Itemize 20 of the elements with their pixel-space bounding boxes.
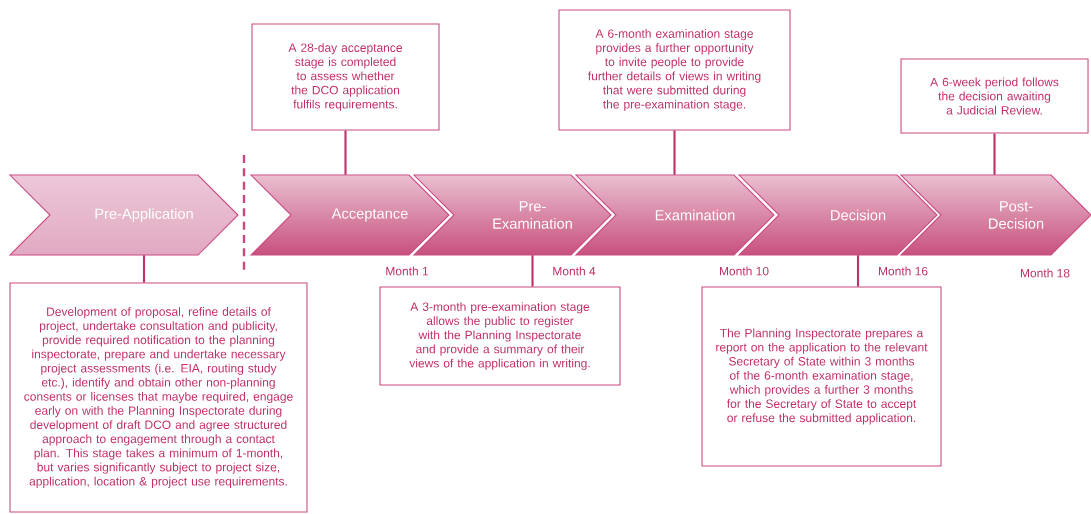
- description-box: A 6-month examination stage provides a further opportunity to invite people to provide further details of views in writing that were submitted during the pre-examination stage.: [558, 9, 791, 131]
- month-label: Month 4: [553, 266, 596, 276]
- connector-line: [531, 255, 534, 287]
- description-box: A 28-day acceptance stage is completed to assess whether the DCO application fulfils requirements.: [251, 23, 440, 131]
- stage-band: Acceptance: [249, 174, 450, 256]
- description-box: A 3-month pre-examination stage allows the public to register with the Planning Inspectorate and provide a summary of their views of the application in writing.: [379, 286, 621, 386]
- month-label: Month 10: [720, 266, 769, 276]
- connector-line: [673, 130, 676, 175]
- stage-band: Post-Decision: [899, 174, 1091, 256]
- stage-band: Pre-Application: [8, 174, 239, 256]
- month-label: Month 1: [386, 266, 429, 276]
- month-label: Month 18: [1021, 268, 1070, 278]
- connector-line: [993, 133, 996, 175]
- description-box: A 6-week period follows the decision awaiting a Judicial Review.: [900, 58, 1089, 134]
- description-box: Development of proposal, refine details of project, undertake consultation and publicity, provide required notification to the planning inspectorate, prepare and undertake necessary project assessments (i.e. EIA, routing study etc.), identify and obtain other non-planning consents or licenses that maybe required, engage early on with the Planning Inspectorate during development of draft DCO and agree structured approach to engagement through a contact plan. This stage takes a minimum of 1-month, but varies significantly subject to project size, application, location & project use requirements.: [9, 282, 308, 513]
- description-box: The Planning Inspectorate prepares a report on the application to the relevant Secretary of State within 3 months of the 6-month examination stage, which provides a further 3 months for the Secretary of State to accept or refuse the submitted application.: [701, 286, 942, 467]
- connector-line: [856, 255, 860, 287]
- connector-line: [344, 130, 347, 175]
- month-label: Month 16: [879, 266, 928, 276]
- connector-line: [142, 255, 146, 283]
